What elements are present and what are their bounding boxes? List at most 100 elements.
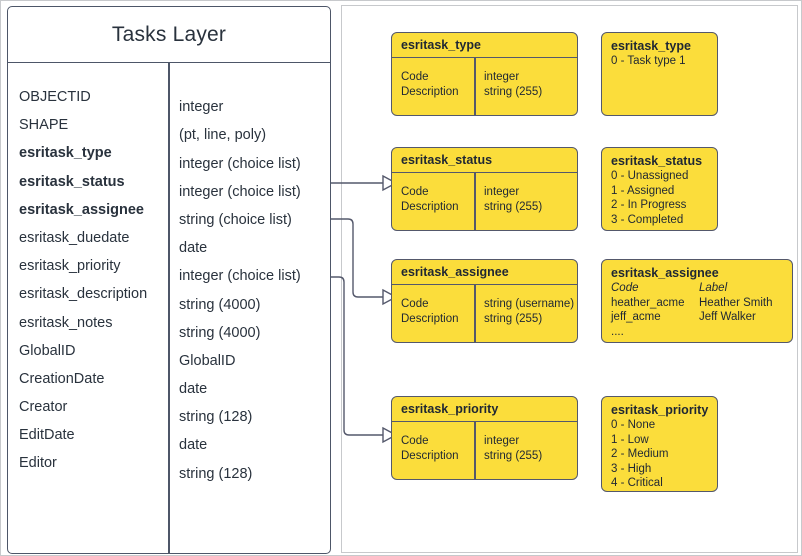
schema-column-divider bbox=[474, 173, 476, 230]
domain-box-esritask-priority[interactable]: esritask_priority 0 - None 1 - Low 2 - M… bbox=[601, 396, 718, 492]
domain-value: 2 - Medium bbox=[611, 448, 669, 460]
domain-value: 0 - Unassigned bbox=[611, 170, 689, 182]
tasks-layer-entity[interactable]: Tasks Layer OBJECTIDinteger SHAPE (pt, li… bbox=[7, 6, 331, 554]
schema-field-types: string (username) string (255) bbox=[484, 297, 574, 327]
schema-description-type: string (255) bbox=[484, 313, 543, 325]
domain-values: 0 - Task type 1 bbox=[602, 54, 717, 69]
schema-field-types: integer string (255) bbox=[484, 70, 542, 100]
schema-code-label: Code bbox=[401, 186, 429, 198]
schema-description-type: string (255) bbox=[484, 450, 543, 462]
domain-value: 0 - None bbox=[611, 419, 656, 431]
field-name: esritask_description bbox=[19, 286, 148, 303]
table-row[interactable]: GlobalID GlobalID bbox=[8, 337, 330, 369]
schema-code-label: Code bbox=[401, 298, 429, 310]
domain-values: 0 - None 1 - Low 2 - Medium 3 - High 4 -… bbox=[602, 418, 717, 491]
domain-title: esritask_type bbox=[611, 39, 691, 53]
schema-description-type: string (255) bbox=[484, 201, 543, 213]
domain-row-code: heather_acme bbox=[611, 296, 685, 309]
domain-value: 3 - High bbox=[611, 462, 652, 475]
table-row[interactable]: CreationDatedate bbox=[8, 365, 330, 397]
field-type: string (choice list) bbox=[179, 211, 292, 228]
table-row[interactable]: OBJECTIDinteger bbox=[8, 83, 330, 115]
field-name: SHAPE bbox=[19, 117, 69, 134]
field-type: string (4000) bbox=[179, 296, 261, 313]
schema-column-divider bbox=[474, 58, 476, 115]
domain-value: 1 - Low bbox=[611, 433, 649, 446]
field-type: integer (choice list) bbox=[179, 268, 301, 285]
schema-column-divider bbox=[474, 285, 476, 342]
domain-title: esritask_status bbox=[611, 154, 703, 168]
table-row[interactable]: SHAPE (pt, line, poly) bbox=[8, 111, 330, 143]
domain-row-code: jeff_acme bbox=[611, 311, 661, 323]
schema-title: esritask_status bbox=[392, 148, 577, 173]
table-row[interactable]: esritask_descriptionstring (4000) bbox=[8, 280, 330, 312]
table-row[interactable]: esritask_assigneestring (choice list) bbox=[8, 196, 330, 228]
table-row[interactable]: Editor string (128) bbox=[8, 449, 330, 481]
domain-title: esritask_assignee bbox=[611, 266, 719, 280]
schema-title: esritask_priority bbox=[392, 397, 577, 422]
schema-column-divider bbox=[474, 422, 476, 479]
page-title: Tasks Layer bbox=[8, 7, 330, 63]
table-row[interactable]: esritask_notesstring (4000) bbox=[8, 309, 330, 341]
field-type: date bbox=[179, 240, 208, 257]
field-type: integer (choice list) bbox=[179, 155, 301, 172]
field-name: esritask_assignee bbox=[19, 201, 144, 218]
schema-body: Code Description string (username) strin… bbox=[392, 285, 577, 342]
field-type: (pt, line, poly) bbox=[179, 127, 267, 144]
field-name: esritask_type bbox=[19, 145, 112, 162]
table-row[interactable]: Creatorstring (128) bbox=[8, 393, 330, 425]
domain-value: 2 - In Progress bbox=[611, 199, 687, 211]
table-row[interactable]: esritask_priorityinteger (choice list) bbox=[8, 252, 330, 284]
schema-field-types: integer string (255) bbox=[484, 434, 542, 464]
field-type: integer bbox=[179, 99, 224, 116]
domain-value: 1 - Assigned bbox=[611, 184, 675, 197]
entity-field-body: OBJECTIDinteger SHAPE (pt, line, poly) es… bbox=[8, 63, 330, 553]
schema-code-type: integer bbox=[484, 71, 520, 83]
schema-field-names: Code Description bbox=[401, 297, 459, 327]
field-name: Creator bbox=[19, 399, 68, 416]
field-type: string (128) bbox=[179, 465, 253, 482]
domain-row-label: Jeff Walker bbox=[699, 311, 756, 323]
schema-description-label: Description bbox=[401, 201, 459, 213]
schema-code-label: Code bbox=[401, 435, 429, 447]
field-name: Editor bbox=[19, 455, 57, 472]
domain-values: 0 - Unassigned 1 - Assigned 2 - In Progr… bbox=[602, 169, 717, 227]
table-row[interactable]: esritask_duedatedate bbox=[8, 224, 330, 256]
field-type: integer (choice list) bbox=[179, 183, 301, 200]
domain-value: 4 - Critical bbox=[611, 477, 663, 489]
schema-body: Code Description integer string (255) bbox=[392, 58, 577, 115]
domain-box-esritask-status[interactable]: esritask_status 0 - Unassigned 1 - Assig… bbox=[601, 147, 718, 231]
schema-body: Code Description integer string (255) bbox=[392, 173, 577, 230]
domain-row-label: Heather Smith bbox=[699, 296, 773, 309]
schema-box-esritask-priority[interactable]: esritask_priority Code Description integ… bbox=[391, 396, 578, 480]
schema-field-names: Code Description bbox=[401, 70, 459, 100]
schema-title: esritask_type bbox=[392, 33, 577, 58]
domain-header-label: Label bbox=[699, 282, 728, 294]
schema-body: Code Description integer string (255) bbox=[392, 422, 577, 479]
field-name: esritask_duedate bbox=[19, 229, 130, 246]
schema-field-types: integer string (255) bbox=[484, 185, 542, 215]
schema-description-type: string (255) bbox=[484, 86, 543, 98]
field-name: esritask_status bbox=[19, 173, 125, 190]
schema-code-label: Code bbox=[401, 71, 429, 83]
table-row[interactable]: EditDatedate bbox=[8, 421, 330, 453]
entity-field-list: OBJECTIDinteger SHAPE (pt, line, poly) es… bbox=[8, 83, 330, 482]
domain-row-code: .... bbox=[611, 325, 624, 338]
schema-code-type: integer bbox=[484, 186, 520, 198]
table-row[interactable]: esritask_statusinteger (choice list) bbox=[8, 168, 330, 200]
field-type: GlobalID bbox=[179, 352, 236, 369]
schema-code-type: string (username) bbox=[484, 298, 575, 310]
domain-box-esritask-type[interactable]: esritask_type 0 - Task type 1 bbox=[601, 32, 718, 116]
schema-field-names: Code Description bbox=[401, 185, 459, 215]
schema-box-esritask-assignee[interactable]: esritask_assignee Code Description strin… bbox=[391, 259, 578, 343]
field-type: string (4000) bbox=[179, 324, 261, 341]
schema-box-esritask-type[interactable]: esritask_type Code Description integer s… bbox=[391, 32, 578, 116]
field-name: GlobalID bbox=[19, 342, 76, 359]
domain-value: 3 - Completed bbox=[611, 213, 684, 226]
schema-description-label: Description bbox=[401, 313, 459, 325]
schema-code-type: integer bbox=[484, 435, 520, 447]
schema-box-esritask-status[interactable]: esritask_status Code Description integer… bbox=[391, 147, 578, 231]
table-row[interactable]: esritask_typeinteger (choice list) bbox=[8, 139, 330, 171]
